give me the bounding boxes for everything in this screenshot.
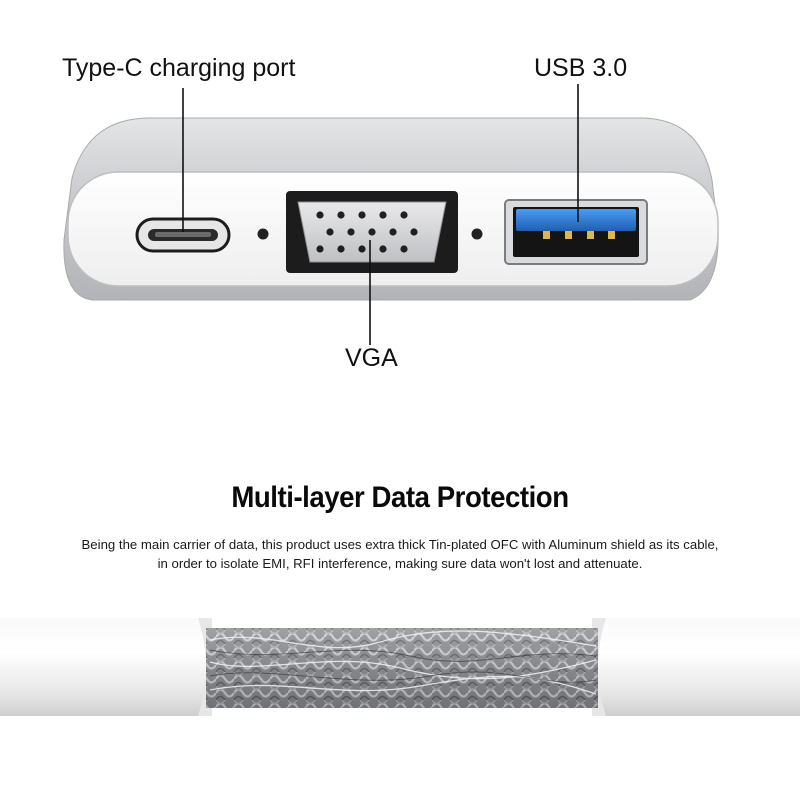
type-c-port xyxy=(135,217,231,253)
vga-label: VGA xyxy=(345,344,398,372)
vga-port xyxy=(286,191,458,273)
cable-cross-section xyxy=(0,618,800,716)
usb-port xyxy=(504,199,648,265)
screw-dot-left xyxy=(257,228,269,240)
screw-dot-right xyxy=(471,228,483,240)
section-heading: Multi-layer Data Protection xyxy=(231,481,569,514)
description-line-1: Being the main carrier of data, this pro… xyxy=(81,537,719,552)
description-line-2: in order to isolate EMI, RFI interferenc… xyxy=(157,556,643,571)
type-c-label: Type-C charging port xyxy=(62,54,296,82)
usb-label: USB 3.0 xyxy=(534,54,628,82)
